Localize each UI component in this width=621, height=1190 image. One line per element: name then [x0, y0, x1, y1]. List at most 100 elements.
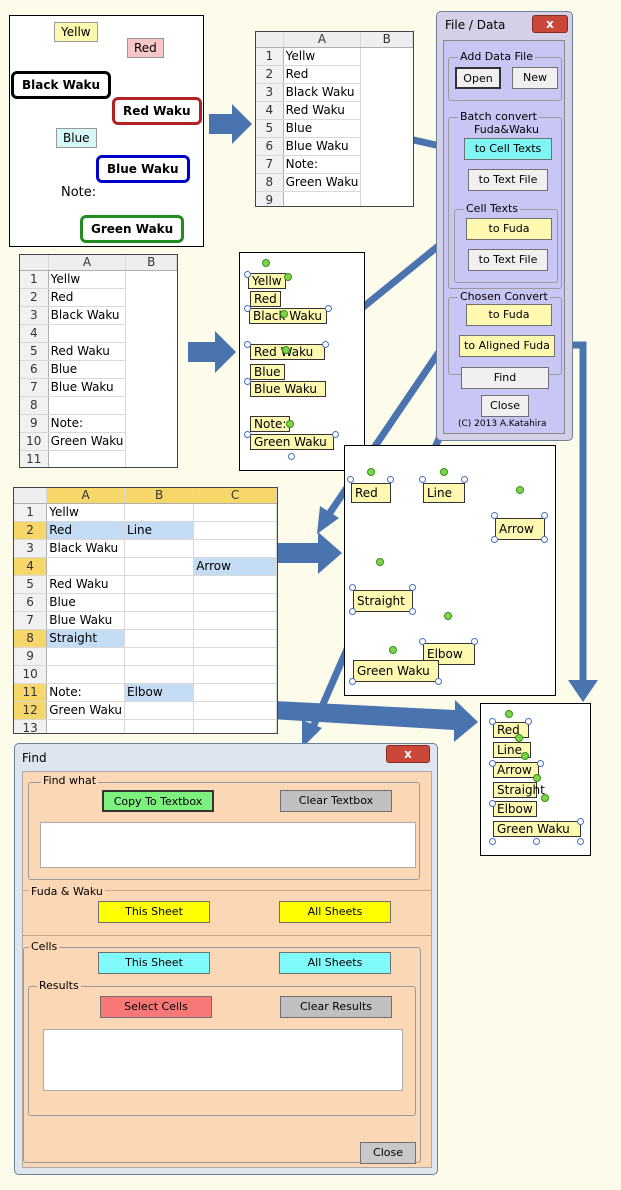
fuda-elbow[interactable]: Elbow — [423, 643, 475, 665]
table-cell[interactable] — [124, 629, 195, 648]
resize-handle-icon[interactable] — [325, 305, 332, 312]
row-header[interactable]: 9 — [256, 191, 284, 206]
row-header[interactable]: 8 — [14, 629, 48, 648]
fuda-straight[interactable]: Straight — [493, 782, 545, 798]
row-header[interactable]: 12 — [14, 701, 48, 720]
row-header[interactable]: 1 — [20, 270, 49, 289]
to-fuda-button-2[interactable]: to Fuda — [466, 304, 552, 326]
row-header[interactable]: 7 — [256, 155, 284, 174]
resize-handle-icon[interactable] — [244, 305, 251, 312]
resize-handle-icon[interactable] — [577, 818, 584, 825]
table-cell[interactable]: Green Waku — [48, 432, 127, 451]
fuda-green-waku[interactable]: Green Waku — [493, 821, 581, 837]
resize-handle-icon[interactable] — [533, 838, 540, 845]
rotate-handle-icon[interactable] — [521, 752, 529, 760]
row-header[interactable]: 1 — [14, 503, 48, 522]
resize-handle-icon[interactable] — [244, 378, 251, 385]
col-header[interactable]: A — [46, 488, 126, 504]
resize-handle-icon[interactable] — [419, 638, 426, 645]
table-cell[interactable] — [124, 557, 195, 576]
table-cell[interactable]: Black Waku — [48, 306, 127, 325]
to-cell-texts-button[interactable]: to Cell Texts — [464, 138, 552, 160]
table-cell[interactable] — [124, 503, 195, 522]
rotate-handle-icon[interactable] — [376, 558, 384, 566]
table-cell[interactable]: Yellw — [283, 47, 362, 66]
fuda-red[interactable]: Red — [351, 483, 391, 503]
copy-to-textbox-button[interactable]: Copy To Textbox — [102, 790, 214, 812]
rotate-handle-icon[interactable] — [515, 734, 523, 742]
table-cell[interactable]: Red — [48, 288, 127, 307]
rotate-handle-icon[interactable] — [280, 310, 288, 318]
row-header[interactable]: 2 — [14, 521, 48, 540]
close-button[interactable]: Close — [360, 1142, 416, 1164]
col-header[interactable]: C — [193, 488, 277, 504]
resize-handle-icon[interactable] — [489, 838, 496, 845]
find-textbox[interactable] — [40, 822, 416, 868]
table-cell[interactable]: Green Waku — [46, 701, 126, 720]
table-cell[interactable]: Green Waku — [283, 173, 362, 192]
fuda-elbow[interactable]: Elbow — [493, 801, 537, 817]
row-header[interactable]: 9 — [20, 414, 49, 433]
to-text-file-button-2[interactable]: to Text File — [468, 249, 548, 271]
row-header[interactable]: 6 — [14, 593, 48, 612]
table-cell[interactable]: Blue — [283, 119, 362, 138]
table-cell[interactable]: Black Waku — [46, 539, 126, 558]
resize-handle-icon[interactable] — [349, 678, 356, 685]
table-cell[interactable]: Arrow — [193, 557, 277, 576]
rotate-handle-icon[interactable] — [505, 710, 513, 718]
rotate-handle-icon[interactable] — [286, 420, 294, 428]
select-cells-button[interactable]: Select Cells — [100, 996, 212, 1018]
table-cell[interactable]: Note: — [46, 683, 126, 702]
row-header[interactable]: 2 — [20, 288, 49, 307]
row-header[interactable]: 8 — [20, 396, 49, 415]
fuda-black-waku[interactable]: Black Waku — [249, 308, 327, 324]
row-header[interactable]: 4 — [20, 324, 49, 343]
row-header[interactable]: 13 — [14, 719, 48, 733]
table-cell[interactable]: Straight — [46, 629, 126, 648]
resize-handle-icon[interactable] — [537, 760, 544, 767]
row-header[interactable]: 7 — [14, 611, 48, 630]
fuda-arrow[interactable]: Arrow — [493, 762, 539, 778]
row-header[interactable]: 10 — [20, 432, 49, 451]
find-button[interactable]: Find — [461, 367, 549, 389]
resize-handle-icon[interactable] — [244, 271, 251, 278]
table-cell[interactable]: Red Waku — [283, 101, 362, 120]
resize-handle-icon[interactable] — [409, 608, 416, 615]
resize-handle-icon[interactable] — [349, 584, 356, 591]
resize-handle-icon[interactable] — [387, 476, 394, 483]
resize-handle-icon[interactable] — [489, 718, 496, 725]
col-header[interactable]: B — [125, 255, 177, 271]
resize-handle-icon[interactable] — [461, 476, 468, 483]
rotate-handle-icon[interactable] — [541, 794, 549, 802]
rotate-handle-icon[interactable] — [367, 468, 375, 476]
resize-handle-icon[interactable] — [541, 512, 548, 519]
table-cell[interactable] — [124, 593, 195, 612]
row-header[interactable]: 11 — [20, 450, 49, 467]
resize-handle-icon[interactable] — [322, 341, 329, 348]
table-cell[interactable] — [193, 701, 277, 720]
table-cell[interactable]: Line — [124, 521, 195, 540]
fuda-arrow[interactable]: Arrow — [495, 518, 545, 540]
fuda-blue-waku[interactable]: Blue Waku — [250, 381, 326, 397]
table-cell[interactable] — [124, 719, 195, 733]
table-cell[interactable] — [193, 647, 277, 666]
rotate-handle-icon[interactable] — [284, 273, 292, 281]
fuda-red[interactable]: Red — [493, 722, 529, 738]
table-cell[interactable] — [124, 701, 195, 720]
row-header[interactable]: 1 — [256, 47, 284, 66]
fuda-green-waku[interactable]: Green Waku — [250, 434, 334, 450]
table-cell[interactable] — [193, 521, 277, 540]
col-header[interactable]: A — [48, 255, 127, 271]
row-header[interactable]: 3 — [256, 83, 284, 102]
resize-handle-icon[interactable] — [471, 638, 478, 645]
col-header[interactable]: A — [283, 32, 362, 48]
table-cell[interactable]: Red — [46, 521, 126, 540]
rotate-handle-icon[interactable] — [516, 486, 524, 494]
rotate-handle-icon[interactable] — [282, 346, 290, 354]
table-cell[interactable] — [193, 719, 277, 733]
resize-handle-icon[interactable] — [332, 431, 339, 438]
to-text-file-button[interactable]: to Text File — [468, 169, 548, 191]
table-cell[interactable] — [46, 647, 126, 666]
table-cell[interactable] — [124, 647, 195, 666]
resize-handle-icon[interactable] — [489, 760, 496, 767]
